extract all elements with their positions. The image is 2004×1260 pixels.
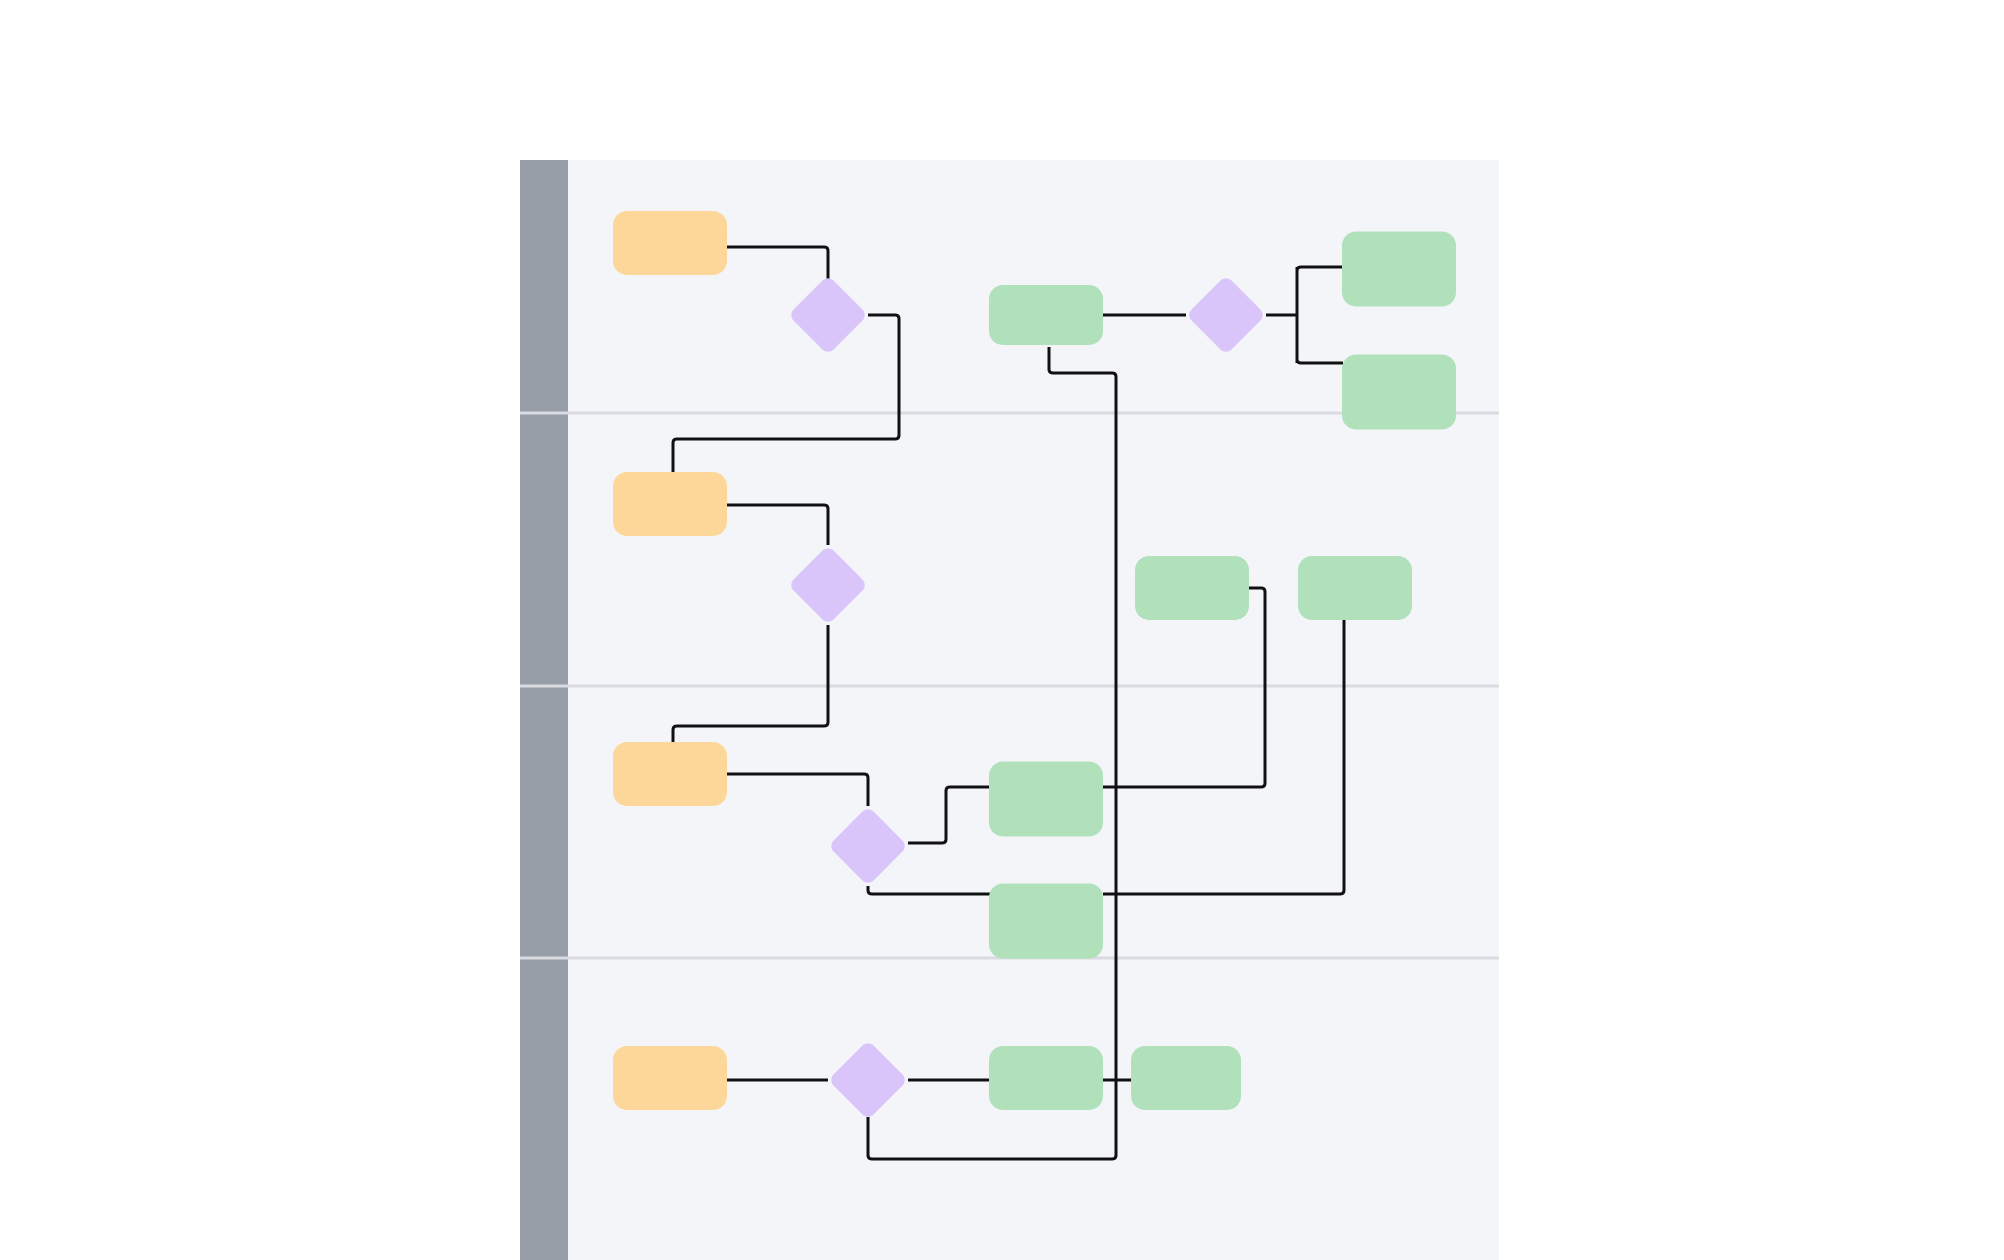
process-block[interactable] [1342,231,1456,307]
node-process-3b[interactable] [989,883,1103,959]
process-block[interactable] [1135,556,1249,620]
connector-layer [671,245,1346,1161]
node-process-2b[interactable] [1298,556,1412,620]
decision-diamond[interactable] [1186,275,1266,355]
node-start-2[interactable] [613,472,727,536]
edge-decision-3-process-3b[interactable] [866,886,990,896]
node-decision-3[interactable] [828,806,908,886]
node-process-1c[interactable] [1342,354,1456,430]
edge-decision-3-process-3a[interactable] [908,785,990,845]
node-decision-1b[interactable] [1186,275,1266,355]
edge-start-1-decision-1[interactable] [727,245,830,280]
node-decision-2[interactable] [788,545,868,625]
node-process-3a[interactable] [989,761,1103,837]
start-block[interactable] [613,742,727,806]
node-process-4a[interactable] [989,1046,1103,1110]
node-decision-1[interactable] [788,275,868,355]
lane-header-strip [520,160,568,1260]
process-block[interactable] [1298,556,1412,620]
decision-diamond[interactable] [828,806,908,886]
edge-start-3-decision-3[interactable] [727,772,870,806]
start-block[interactable] [613,1046,727,1110]
node-start-1[interactable] [613,211,727,275]
edge-start-2-decision-2[interactable] [727,503,830,545]
edge-decision-4-process-1a[interactable] [866,347,1118,1161]
node-decision-4[interactable] [828,1040,908,1120]
edge-process-3b-process-2b[interactable] [1103,619,1346,896]
process-block[interactable] [989,285,1103,345]
node-process-2a[interactable] [1135,556,1249,620]
start-block[interactable] [613,211,727,275]
edge-decision-1b-process-1b[interactable] [1266,265,1343,363]
process-block[interactable] [989,1046,1103,1110]
node-start-4[interactable] [613,1046,727,1110]
decision-diamond[interactable] [788,545,868,625]
node-process-4b[interactable] [1131,1046,1241,1110]
process-block[interactable] [989,761,1103,837]
process-block[interactable] [1342,354,1456,430]
edge-decision-2-start-3[interactable] [671,625,830,742]
edge-process-3a-process-2a[interactable] [1103,586,1267,789]
process-block[interactable] [1131,1046,1241,1110]
start-block[interactable] [613,472,727,536]
edge-decision-1-start-2[interactable] [671,313,901,473]
node-process-1a[interactable] [989,285,1103,345]
decision-diamond[interactable] [788,275,868,355]
node-layer [613,211,1456,1120]
edge-decision-1b-process-1c[interactable] [1295,358,1343,365]
node-start-3[interactable] [613,742,727,806]
decision-diamond[interactable] [828,1040,908,1120]
process-block[interactable] [989,883,1103,959]
node-process-1b[interactable] [1342,231,1456,307]
